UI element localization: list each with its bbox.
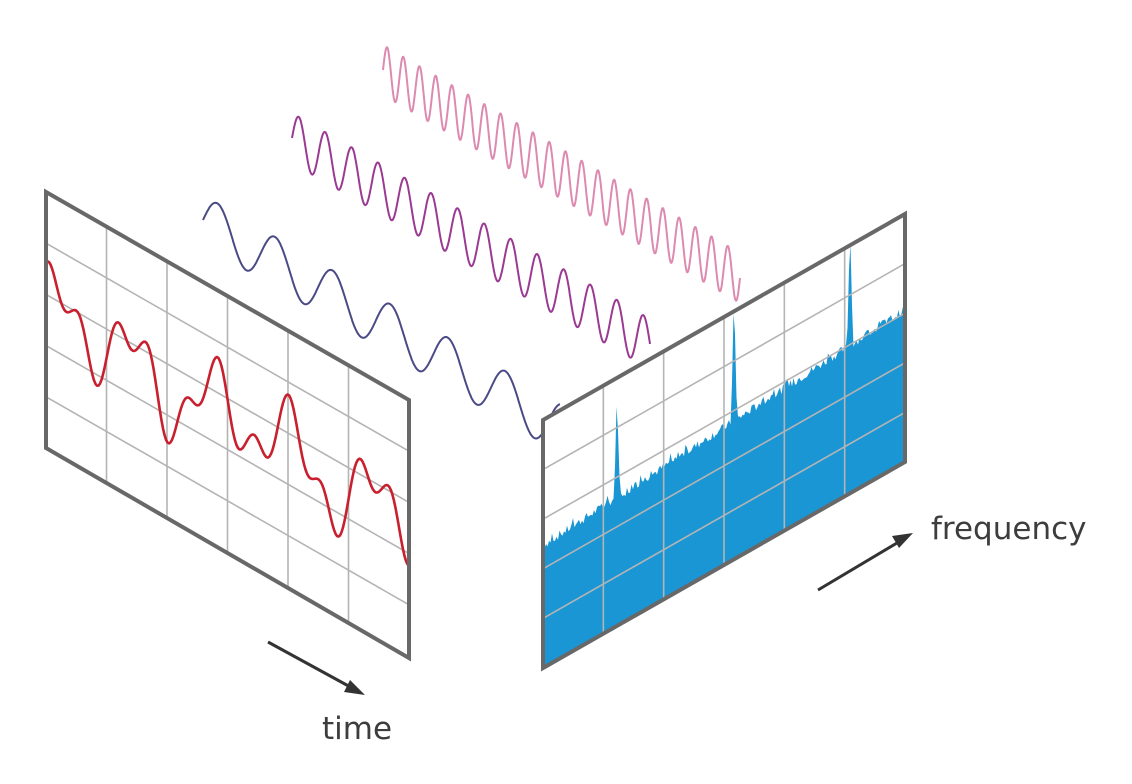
frequency-panel-frame [541,210,907,672]
grid-line [45,242,410,452]
frequency-axis-label: frequency [931,511,1087,547]
arrow-time-icon [267,640,365,695]
grid-line [542,411,906,620]
sinusoid-wave [202,201,561,440]
time-signal-waveform [46,260,409,567]
sinusoid-components [202,46,741,440]
grid-line [45,396,410,606]
sinusoid-wave [382,46,741,302]
frequency-panel-grid [542,248,906,634]
time-axis-label: time [322,711,393,747]
sinusoid-wave [291,115,651,359]
time-domain-panel [44,188,411,662]
grid-line [542,262,906,471]
grid-line [542,362,906,570]
time-panel-frame [44,188,411,662]
arrow-frequency-icon [817,533,913,592]
frequency-domain-panel [541,210,907,672]
grid-line [542,312,906,520]
grid-line [45,344,410,555]
